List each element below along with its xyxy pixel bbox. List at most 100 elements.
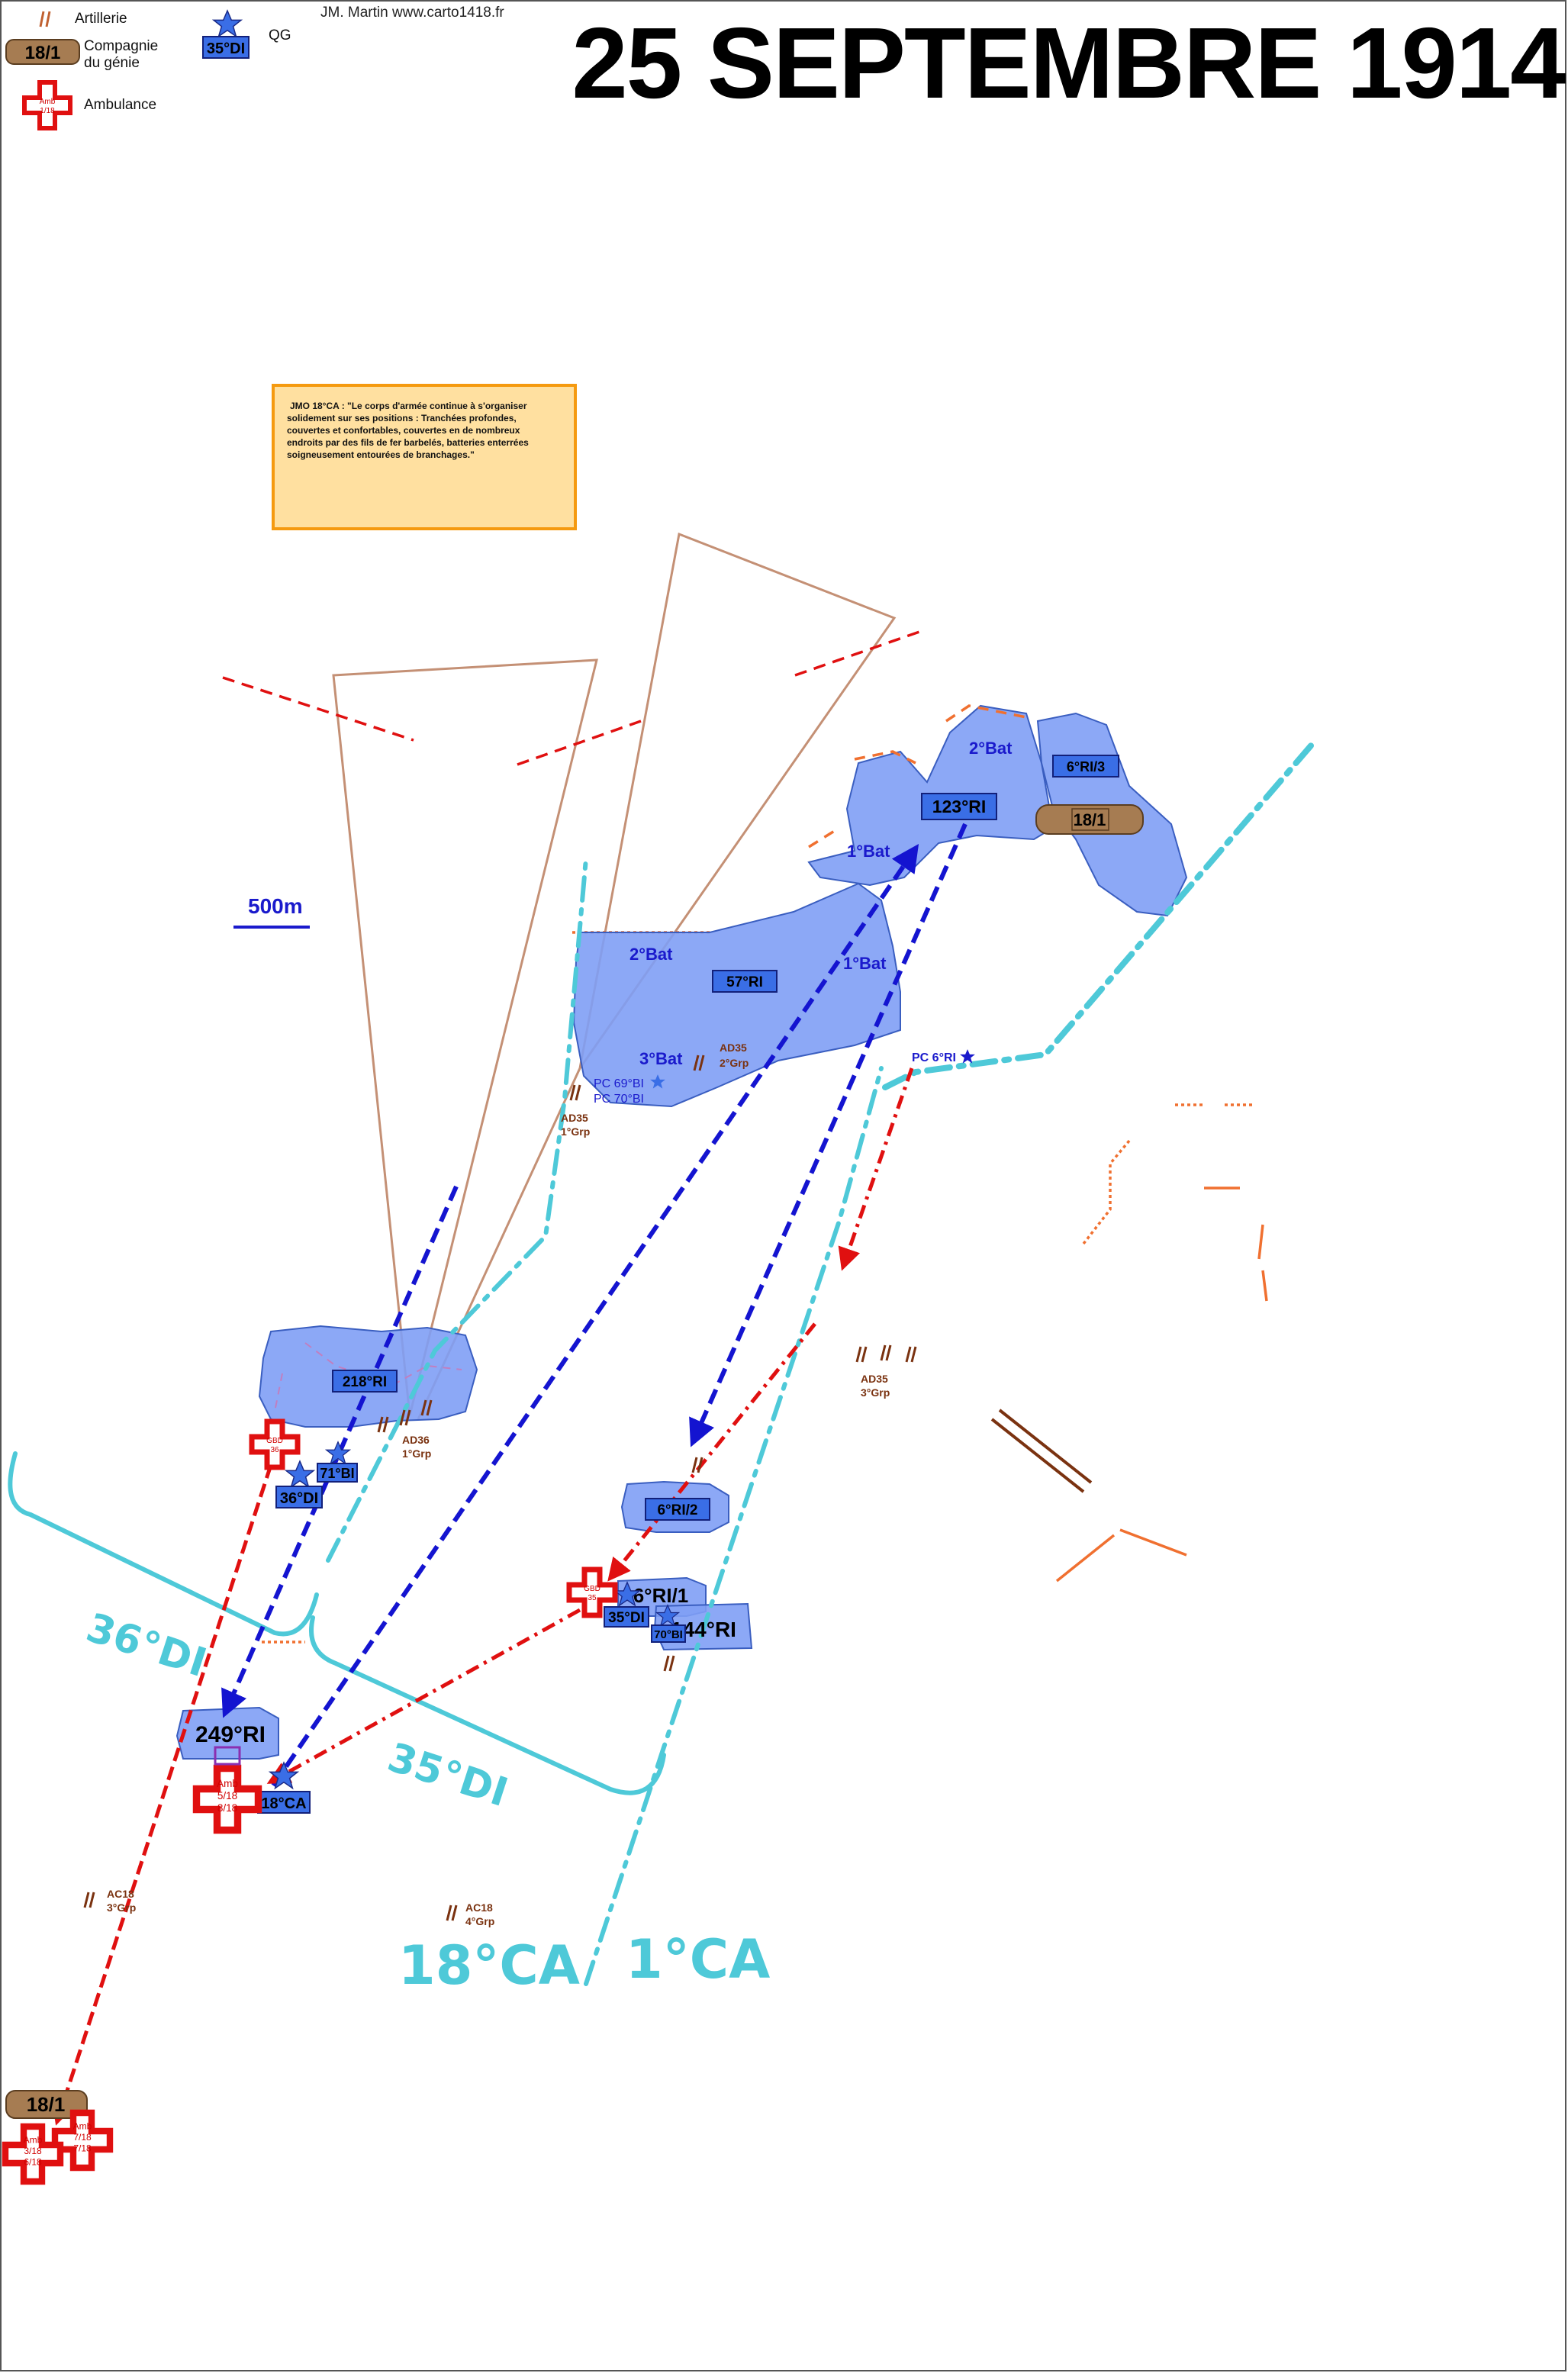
amb-5-8-frame	[214, 1746, 241, 1766]
svg-text:7/18: 7/18	[73, 2143, 92, 2153]
qg-36di-label: 36°DI	[280, 1490, 318, 1507]
page-title: 25 SEPTEMBRE 1914	[571, 7, 1566, 119]
amb-3-6-cross-icon: Amb 3/18 6/18	[5, 2127, 60, 2181]
jmo-line-5: soigneusement entourées de branchages."	[287, 449, 475, 460]
unit-249ri: 249°RI	[195, 1722, 266, 1747]
qg-18ca-label: 18°CA	[261, 1795, 306, 1812]
ad35-3grp-line2: 3°Grp	[861, 1386, 890, 1399]
gbd36-cross-icon: GBD 36	[252, 1422, 298, 1467]
bat-2-top: 2°Bat	[969, 739, 1013, 758]
svg-text:Amb: Amb	[73, 2121, 92, 2132]
svg-text:35: 35	[588, 1594, 597, 1602]
legend-qg-label: QG	[269, 27, 291, 43]
qg-70bi-label: 70°BI	[654, 1628, 683, 1641]
legend-artillery-label: Artillerie	[75, 11, 127, 27]
bat-1-top: 1°Bat	[847, 842, 890, 861]
bat-2-57ri: 2°Bat	[629, 945, 673, 964]
front-edges	[808, 704, 1027, 848]
label-35di: 35°DI	[382, 1734, 514, 1816]
ad36-1grp-line1: AD36	[402, 1434, 430, 1446]
svg-text:5/18: 5/18	[217, 1790, 237, 1801]
legend-genie-line1: Compagnie	[84, 38, 158, 54]
area-57ri	[572, 882, 901, 1108]
genie-legend-label: 18/1	[25, 43, 61, 63]
ad36-1grp-line2: 1°Grp	[402, 1447, 431, 1460]
label-1ca: 1°CA	[626, 1928, 770, 1991]
amb-5-8-cross-icon: Amb 5/18 8/18	[197, 1769, 259, 1830]
pc-6ri-star-icon	[960, 1049, 975, 1064]
gbd35-cross-icon: GBD 35	[569, 1570, 615, 1615]
artillery-legend-icon	[39, 11, 51, 27]
bat-3-57ri: 3°Bat	[639, 1049, 683, 1068]
svg-text:GBD: GBD	[584, 1585, 600, 1593]
ac18-3grp-line1: AC18	[107, 1888, 134, 1900]
ambulance-legend-icon: Amb 1/18	[22, 80, 72, 130]
bat-1-57ri: 1°Bat	[843, 954, 887, 973]
qg-legend-box	[202, 36, 250, 59]
boundary-35-north	[882, 741, 1315, 1090]
amb-7-7-cross-icon: Amb 7/18 7/18	[55, 2113, 110, 2168]
jmo-line-4: endroits par des fils de fer barbelés, b…	[287, 437, 529, 448]
ad35-1grp-line2: 1°Grp	[561, 1125, 590, 1138]
ad35-3grp-line1: AD35	[861, 1373, 888, 1385]
ac18-4grp-line1: AC18	[465, 1901, 493, 1914]
genie-18-1-north: 18/1	[1074, 810, 1106, 829]
ad35-2grp-line1: AD35	[720, 1042, 747, 1054]
jmo-note: JMO 18°CA : "Le corps d'armée continue à…	[272, 384, 577, 530]
unit-6ri3: 6°RI/3	[1067, 759, 1105, 774]
svg-text:6/18: 6/18	[24, 2156, 42, 2167]
battalion-labels: 2°Bat 1°Bat 2°Bat 1°Bat 3°Bat	[629, 739, 1013, 1068]
boundary-36-north	[326, 856, 588, 1563]
pc-70bi-label: PC 70°BI	[594, 1093, 644, 1106]
svg-text:7/18: 7/18	[73, 2132, 92, 2143]
legend-genie-line2: du génie	[84, 55, 140, 71]
svg-text:Amb: Amb	[24, 2135, 43, 2146]
unit-6ri1: 6°RI/1	[633, 1584, 689, 1607]
svg-text:Amb: Amb	[217, 1778, 238, 1789]
boundary-ca-line	[584, 1066, 884, 1986]
genie-legend-box	[5, 39, 80, 65]
railway	[990, 1409, 1093, 1493]
unit-218ri: 218°RI	[343, 1374, 387, 1390]
jmo-line-2: solidement sur ses positions : Tranchées…	[287, 413, 517, 423]
svg-text:GBD: GBD	[266, 1437, 283, 1445]
svg-text:8/18: 8/18	[217, 1802, 237, 1814]
german-lines	[222, 630, 920, 766]
area-249ri	[175, 1706, 279, 1760]
ac18-3grp-line2: 3°Grp	[107, 1901, 136, 1914]
ambulances: GBD 36 GBD 35 Amb 5/18 8/18 Amb 7/18 7/1…	[5, 1422, 615, 2181]
genie-18-1-south: 18/1	[27, 2093, 66, 2116]
legend: Artillerie 18/1 Compagnie du génie Amb 1…	[5, 5, 504, 130]
qg-legend-box-label: 35°DI	[207, 40, 245, 57]
command-posts: PC 6°RI PC 69°BI PC 70°BI 36°DI 71°BI 35…	[257, 1049, 975, 1814]
svg-text:36: 36	[270, 1446, 279, 1454]
unit-areas	[175, 704, 1188, 1760]
artillery-units: AD35 2°Grp AD35 1°Grp AD35 3°Grp AD36 1°…	[83, 1042, 917, 1927]
pc-6ri-label: PC 6°RI	[912, 1051, 956, 1064]
pc-69bi-label: PC 69°BI	[594, 1077, 644, 1090]
qg-71bi-label: 71°BI	[320, 1466, 354, 1481]
legend-ambulance-label: Ambulance	[84, 97, 156, 113]
unit-6ri2: 6°RI/2	[657, 1502, 697, 1518]
qg-35di-label: 35°DI	[608, 1610, 645, 1626]
boundary-36di	[8, 1451, 319, 1637]
scale-bar: 500m	[233, 894, 310, 929]
unit-internal-lines	[274, 1342, 462, 1412]
svg-text:Amb: Amb	[40, 98, 56, 106]
credit: JM. Martin www.carto1418.fr	[320, 5, 504, 21]
scale-label: 500m	[248, 894, 303, 918]
svg-text:1/18: 1/18	[40, 107, 55, 115]
unit-boxes: 123°RI 6°RI/3 57°RI 218°RI 6°RI/2 6°RI/1…	[5, 755, 1144, 2119]
qg-36di-star-icon	[285, 1460, 314, 1488]
unit-57ri: 57°RI	[726, 974, 763, 990]
unit-123ri: 123°RI	[932, 797, 987, 816]
svg-text:3/18: 3/18	[24, 2146, 42, 2156]
label-18ca: 18°CA	[398, 1934, 580, 1997]
german-movement-arrows	[52, 1067, 914, 2126]
ad35-1grp-line1: AD35	[561, 1112, 588, 1124]
jmo-line-3: couvertes et confortables, couvertes en …	[287, 425, 520, 436]
boundaries	[8, 741, 1315, 1986]
ad35-2grp-line2: 2°Grp	[720, 1057, 749, 1069]
